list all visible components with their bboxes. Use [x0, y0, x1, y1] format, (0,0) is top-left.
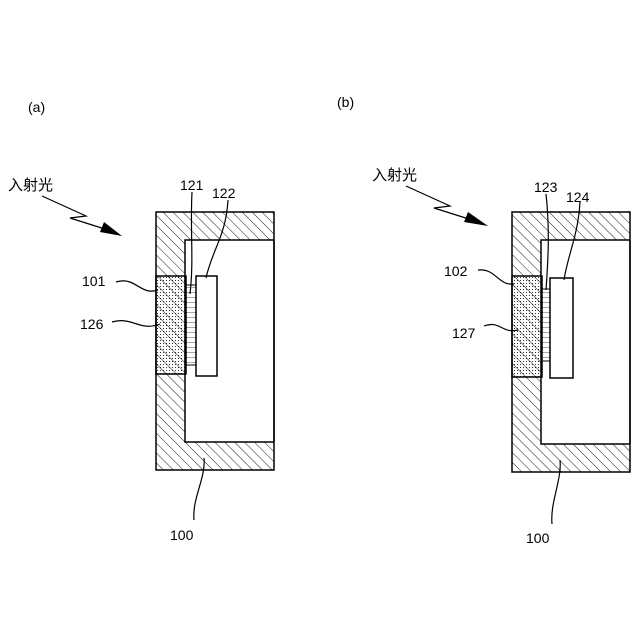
panel-a-leader-121: [190, 192, 192, 294]
panel-b-leader-123: [546, 194, 548, 290]
panel-a-window: [156, 276, 186, 374]
panel-a-label-100: 100: [170, 527, 194, 543]
panel-b: (b) 入射光 102 127 123 124 100: [337, 94, 630, 546]
panel-a-label-101: 101: [82, 273, 106, 289]
panel-a-leader-101: [116, 281, 158, 291]
panel-a-leader-126: [112, 321, 160, 327]
panel-a-main-element: [196, 276, 217, 376]
panel-b-thin-element: [542, 289, 550, 361]
panel-a-label: (a): [28, 99, 45, 115]
panel-b-leader-102: [478, 270, 514, 284]
panel-b-incident-light-label: 入射光: [372, 166, 417, 184]
panel-b-label-127: 127: [452, 325, 476, 341]
panel-b-window: [512, 276, 542, 377]
panel-b-label-100: 100: [526, 530, 550, 546]
panel-b-label-123: 123: [534, 179, 558, 195]
panel-a-thin-element: [186, 285, 196, 365]
panel-a-label-126: 126: [80, 316, 104, 332]
panel-b-label: (b): [337, 94, 354, 110]
panel-a-label-122: 122: [212, 185, 236, 201]
panel-a: (a) 入射光 101 126 121 122 100: [8, 99, 274, 543]
panel-b-label-102: 102: [444, 263, 468, 279]
panel-b-label-124: 124: [566, 189, 590, 205]
panel-a-label-121: 121: [180, 177, 204, 193]
panel-a-incident-light-arrow: [42, 196, 122, 236]
panel-a-incident-light-label: 入射光: [8, 176, 53, 194]
panel-b-main-element: [550, 278, 573, 378]
panel-b-incident-light-arrow: [406, 186, 488, 226]
